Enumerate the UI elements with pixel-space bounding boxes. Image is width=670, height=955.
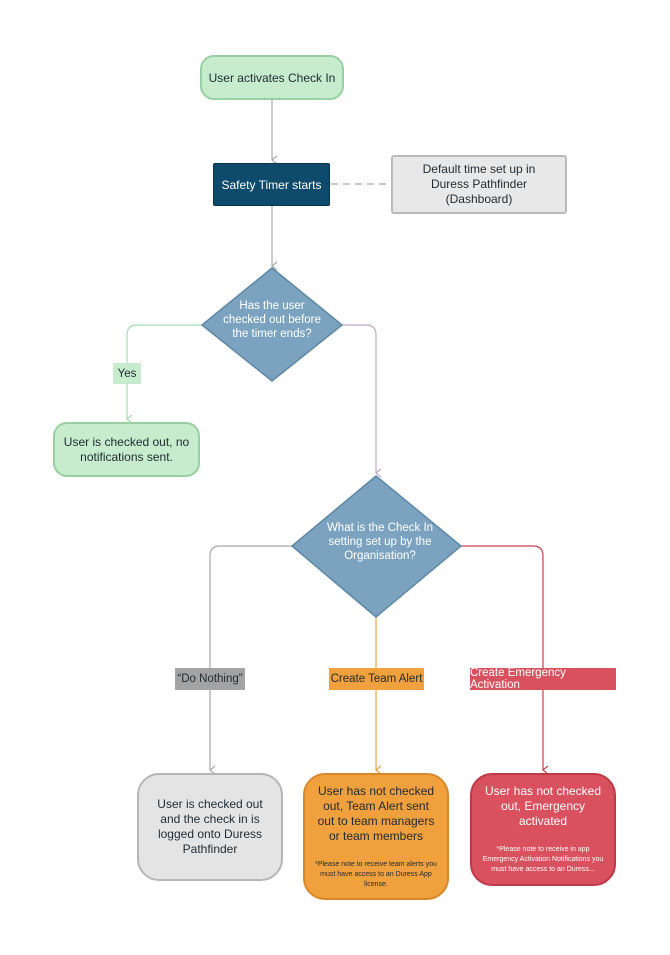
- checked-out-node: User is checked out, no notifications se…: [53, 422, 200, 477]
- outcome-do-nothing-label: User is checked out and the check in is …: [157, 797, 263, 856]
- outcome-team-alert-label: User has not checked out, Team Alert sen…: [317, 783, 435, 843]
- edge-emergency: [460, 545, 549, 775]
- do-nothing-edge-label: “Do Nothing”: [175, 668, 245, 690]
- outcome-emergency-label: User has not checked out, Emergency acti…: [484, 784, 602, 828]
- edge-do-nothing: [209, 545, 292, 775]
- decision-checkout-label: Has the user checked out before the time…: [223, 300, 321, 340]
- edge-decision-no: [341, 324, 382, 478]
- emergency-edge-label: Create Emergency Activation: [470, 667, 616, 691]
- decision-setting-label: What is the Check In setting set up by t…: [326, 522, 434, 562]
- safety-timer-label: Safety Timer starts: [221, 177, 322, 192]
- team-alert-edge-label: Create Team Alert: [329, 668, 424, 690]
- yes-edge-label: Yes: [113, 363, 141, 384]
- outcome-do-nothing-node: User is checked out and the check in is …: [137, 773, 283, 881]
- decision-diamond-setting: [290, 475, 463, 618]
- outcome-emergency-note: *Please note to receive in app Emergency…: [482, 846, 604, 873]
- checked-out-label: User is checked out, no notifications se…: [63, 434, 190, 464]
- default-time-label: Default time set up in Duress Pathfinder…: [422, 162, 536, 206]
- edge-decision-yes: [126, 324, 202, 424]
- decision-diamond-checkout: [200, 267, 344, 382]
- outcome-emergency-node: User has not checked out, Emergency acti…: [470, 773, 616, 886]
- safety-timer-node: Safety Timer starts: [213, 163, 330, 206]
- outcome-team-alert-node: User has not checked out, Team Alert sen…: [303, 773, 449, 900]
- default-time-note: Default time set up in Duress Pathfinder…: [391, 155, 567, 214]
- start-label: User activates Check In: [208, 70, 336, 85]
- outcome-team-alert-note: *Please note to receive team alerts you …: [315, 860, 437, 888]
- start-node: User activates Check In: [200, 55, 344, 100]
